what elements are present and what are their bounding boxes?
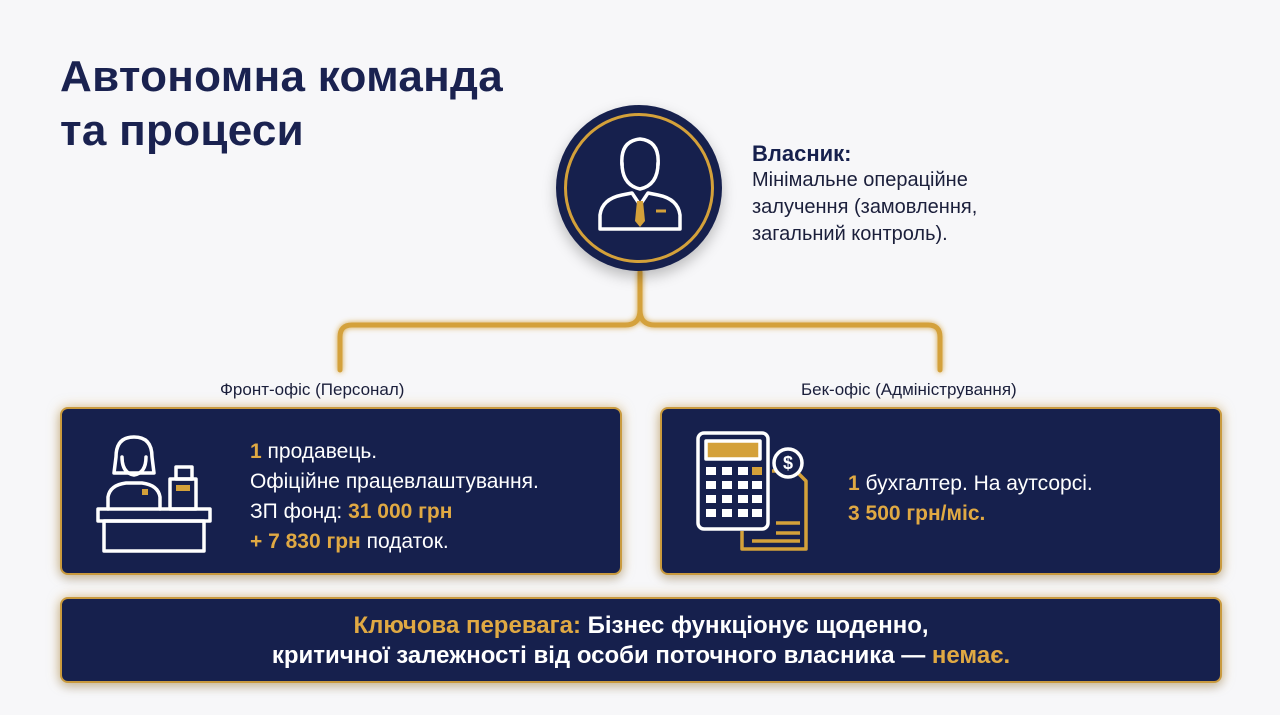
front-tax-label: податок. [360,530,449,553]
key-highlight: немає. [931,642,1011,669]
svg-text:$: $ [783,453,793,473]
title-line-1: Автономна команда [60,52,504,101]
key-label: Ключова перевага: [353,612,581,639]
owner-label: Власник: [752,141,852,166]
back-price: 3 500 грн/міс. [848,502,986,525]
key-advantage-banner: Ключова перевага: Бізнес функціонує щоде… [60,597,1222,683]
back-office-label: Бек-офіс (Адміністрування) [801,380,1017,399]
title-line-2: та процеси [60,106,305,155]
back-office-card: $ 1 бухгалтер. На аутсорсі. 3 500 грн/мі… [660,407,1222,575]
front-office-card: 1 продавець. Офіційне працевлаштування. … [60,407,622,575]
owner-desc-line-3: загальний контроль). [752,223,948,245]
owner-avatar [556,105,722,271]
key-line-2: критичної залежності від особи поточного… [271,642,932,669]
front-office-label: Фронт-офіс (Персонал) [220,380,405,399]
calculator-invoice-icon: $ [696,431,808,551]
back-office-details: 1 бухгалтер. На аутсорсі. 3 500 грн/міс. [848,469,1093,529]
front-tax-value: + 7 830 грн [250,530,361,553]
front-office-details: 1 продавець. Офіційне працевлаштування. … [250,437,539,557]
businessman-icon [598,137,682,231]
back-count: 1 [848,472,860,495]
front-count: 1 [250,440,262,463]
key-advantage-text: Ключова перевага: Бізнес функціонує щоде… [62,611,1220,671]
key-line-1: Бізнес функціонує щоденно, [580,612,929,639]
front-salary-value: 31 000 грн [348,500,453,523]
back-role: бухгалтер. На аутсорсі. [859,472,1093,495]
owner-desc-line-1: Мінімальне операційне [752,169,968,191]
cashier-icon [96,435,212,553]
front-salary-label: ЗП фонд: [250,500,349,523]
owner-description: Власник: Мінімальне операційне залучення… [752,140,1072,248]
owner-desc-line-2: залучення (замовлення, [752,196,978,218]
front-role: продавець. [261,440,378,463]
front-employment: Офіційне працевлаштування. [250,470,539,493]
page-title: Автономна команда та процеси [60,50,503,158]
